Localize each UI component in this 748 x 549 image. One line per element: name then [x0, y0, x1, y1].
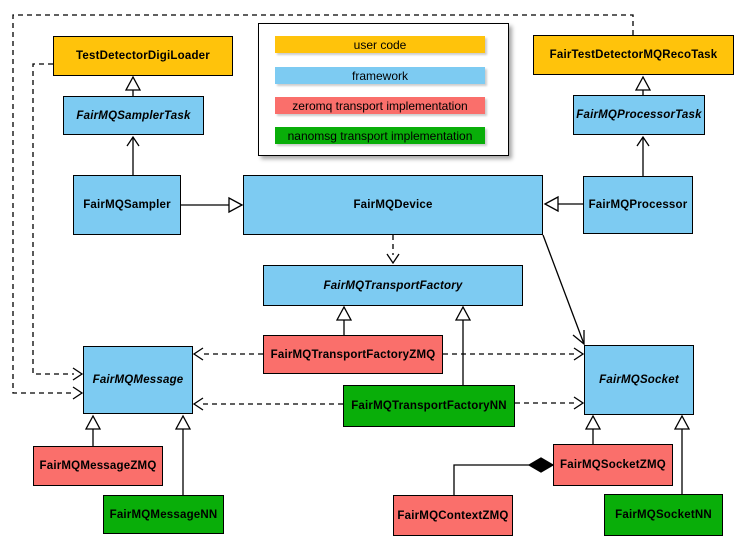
edge-socketzmq-contextzmq-composition	[453, 457, 555, 495]
node-test-detector-digi-loader: TestDetectorDigiLoader	[53, 36, 233, 76]
edge-factorynn-factory	[454, 305, 472, 385]
node-fairmq-device: FairMQDevice	[243, 175, 543, 235]
node-fairmq-socket-nn: FairMQSocketNN	[604, 494, 723, 536]
node-fair-test-detector-mq-reco-task: FairTestDetectorMQRecoTask	[533, 35, 734, 75]
legend-item-framework: framework	[275, 67, 485, 84]
node-fairmq-transport-factory-nn: FairMQTransportFactoryNN	[343, 385, 515, 427]
node-fairmq-sampler: FairMQSampler	[73, 175, 181, 235]
edge-factoryzmq-factory	[335, 305, 353, 335]
node-fairmq-socket: FairMQSocket	[584, 345, 694, 415]
edge-socketzmq-socket	[584, 414, 602, 444]
edge-socketnn-socket	[673, 414, 691, 494]
edge-factoryzmq-socket	[443, 347, 585, 361]
edge-factorynn-socket	[515, 396, 585, 410]
edge-processor-device	[543, 195, 583, 213]
node-fairmq-context-zmq: FairMQContextZMQ	[393, 495, 513, 536]
edge-sampler-device	[181, 196, 244, 214]
legend-item-zeromq: zeromq transport implementation	[275, 97, 485, 114]
node-fairmq-processor: FairMQProcessor	[583, 176, 693, 234]
node-fairmq-transport-factory-zmq: FairMQTransportFactoryZMQ	[263, 335, 443, 374]
node-fairmq-socket-zmq: FairMQSocketZMQ	[553, 444, 673, 486]
node-fairmq-message-nn: FairMQMessageNN	[103, 495, 224, 534]
edge-samplertask-digiloader	[124, 75, 142, 96]
node-fairmq-message: FairMQMessage	[83, 346, 193, 414]
edge-device-socket	[542, 234, 585, 346]
edge-factoryzmq-message	[192, 347, 263, 361]
edge-messagezmq-message	[84, 414, 102, 446]
node-fairmq-message-zmq: FairMQMessageZMQ	[33, 446, 163, 486]
node-fairmq-sampler-task: FairMQSamplerTask	[63, 96, 204, 135]
node-fairmq-transport-factory: FairMQTransportFactory	[263, 265, 523, 306]
edge-sampler-samplertask	[126, 135, 140, 175]
edge-processortask-recotask	[634, 75, 652, 95]
legend-item-user-code: user code	[275, 36, 485, 53]
node-fairmq-processor-task: FairMQProcessorTask	[573, 95, 705, 135]
edge-device-transportfactory	[386, 235, 400, 265]
legend-item-nanomsg: nanomsg transport implementation	[275, 127, 485, 144]
edge-processor-processortask	[636, 135, 650, 176]
legend-box: user code framework zeromq transport imp…	[258, 23, 509, 156]
edge-messagenn-message	[174, 414, 192, 495]
edge-factorynn-message	[192, 397, 343, 411]
